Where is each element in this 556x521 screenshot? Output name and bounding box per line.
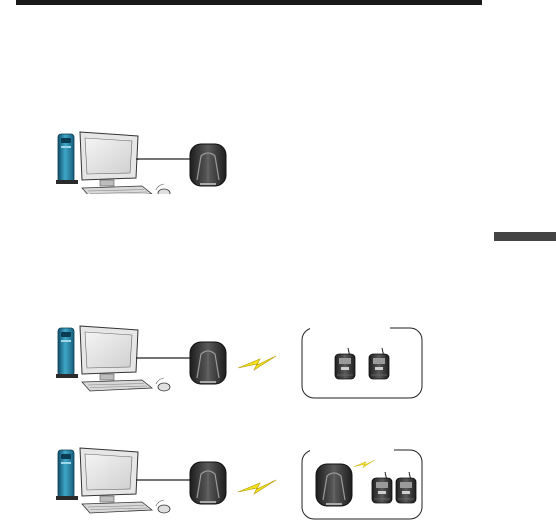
section-tab-marker: [494, 232, 556, 241]
bodypack-icon: [396, 472, 416, 503]
bodypack-icon: [369, 348, 389, 379]
bodypack-icon: [372, 472, 392, 503]
receiver-group-box: [302, 324, 422, 398]
lightning-icon-small: [354, 460, 375, 468]
base-station-icon: [190, 342, 226, 384]
top-rule: [16, 0, 482, 5]
lightning-icon: [238, 480, 276, 494]
lightning-icon: [238, 356, 276, 370]
base-station-icon: [190, 144, 226, 186]
computer-icon: [56, 132, 170, 194]
diagram-pc-base-wireless-base-and-receivers: [52, 442, 432, 521]
diagram-pc-base-wireless-two-receivers: [52, 320, 432, 400]
base-station-icon: [316, 464, 352, 506]
diagram-pc-to-base: [52, 126, 242, 194]
bodypack-icon: [335, 348, 355, 379]
base-station-icon: [190, 462, 226, 504]
